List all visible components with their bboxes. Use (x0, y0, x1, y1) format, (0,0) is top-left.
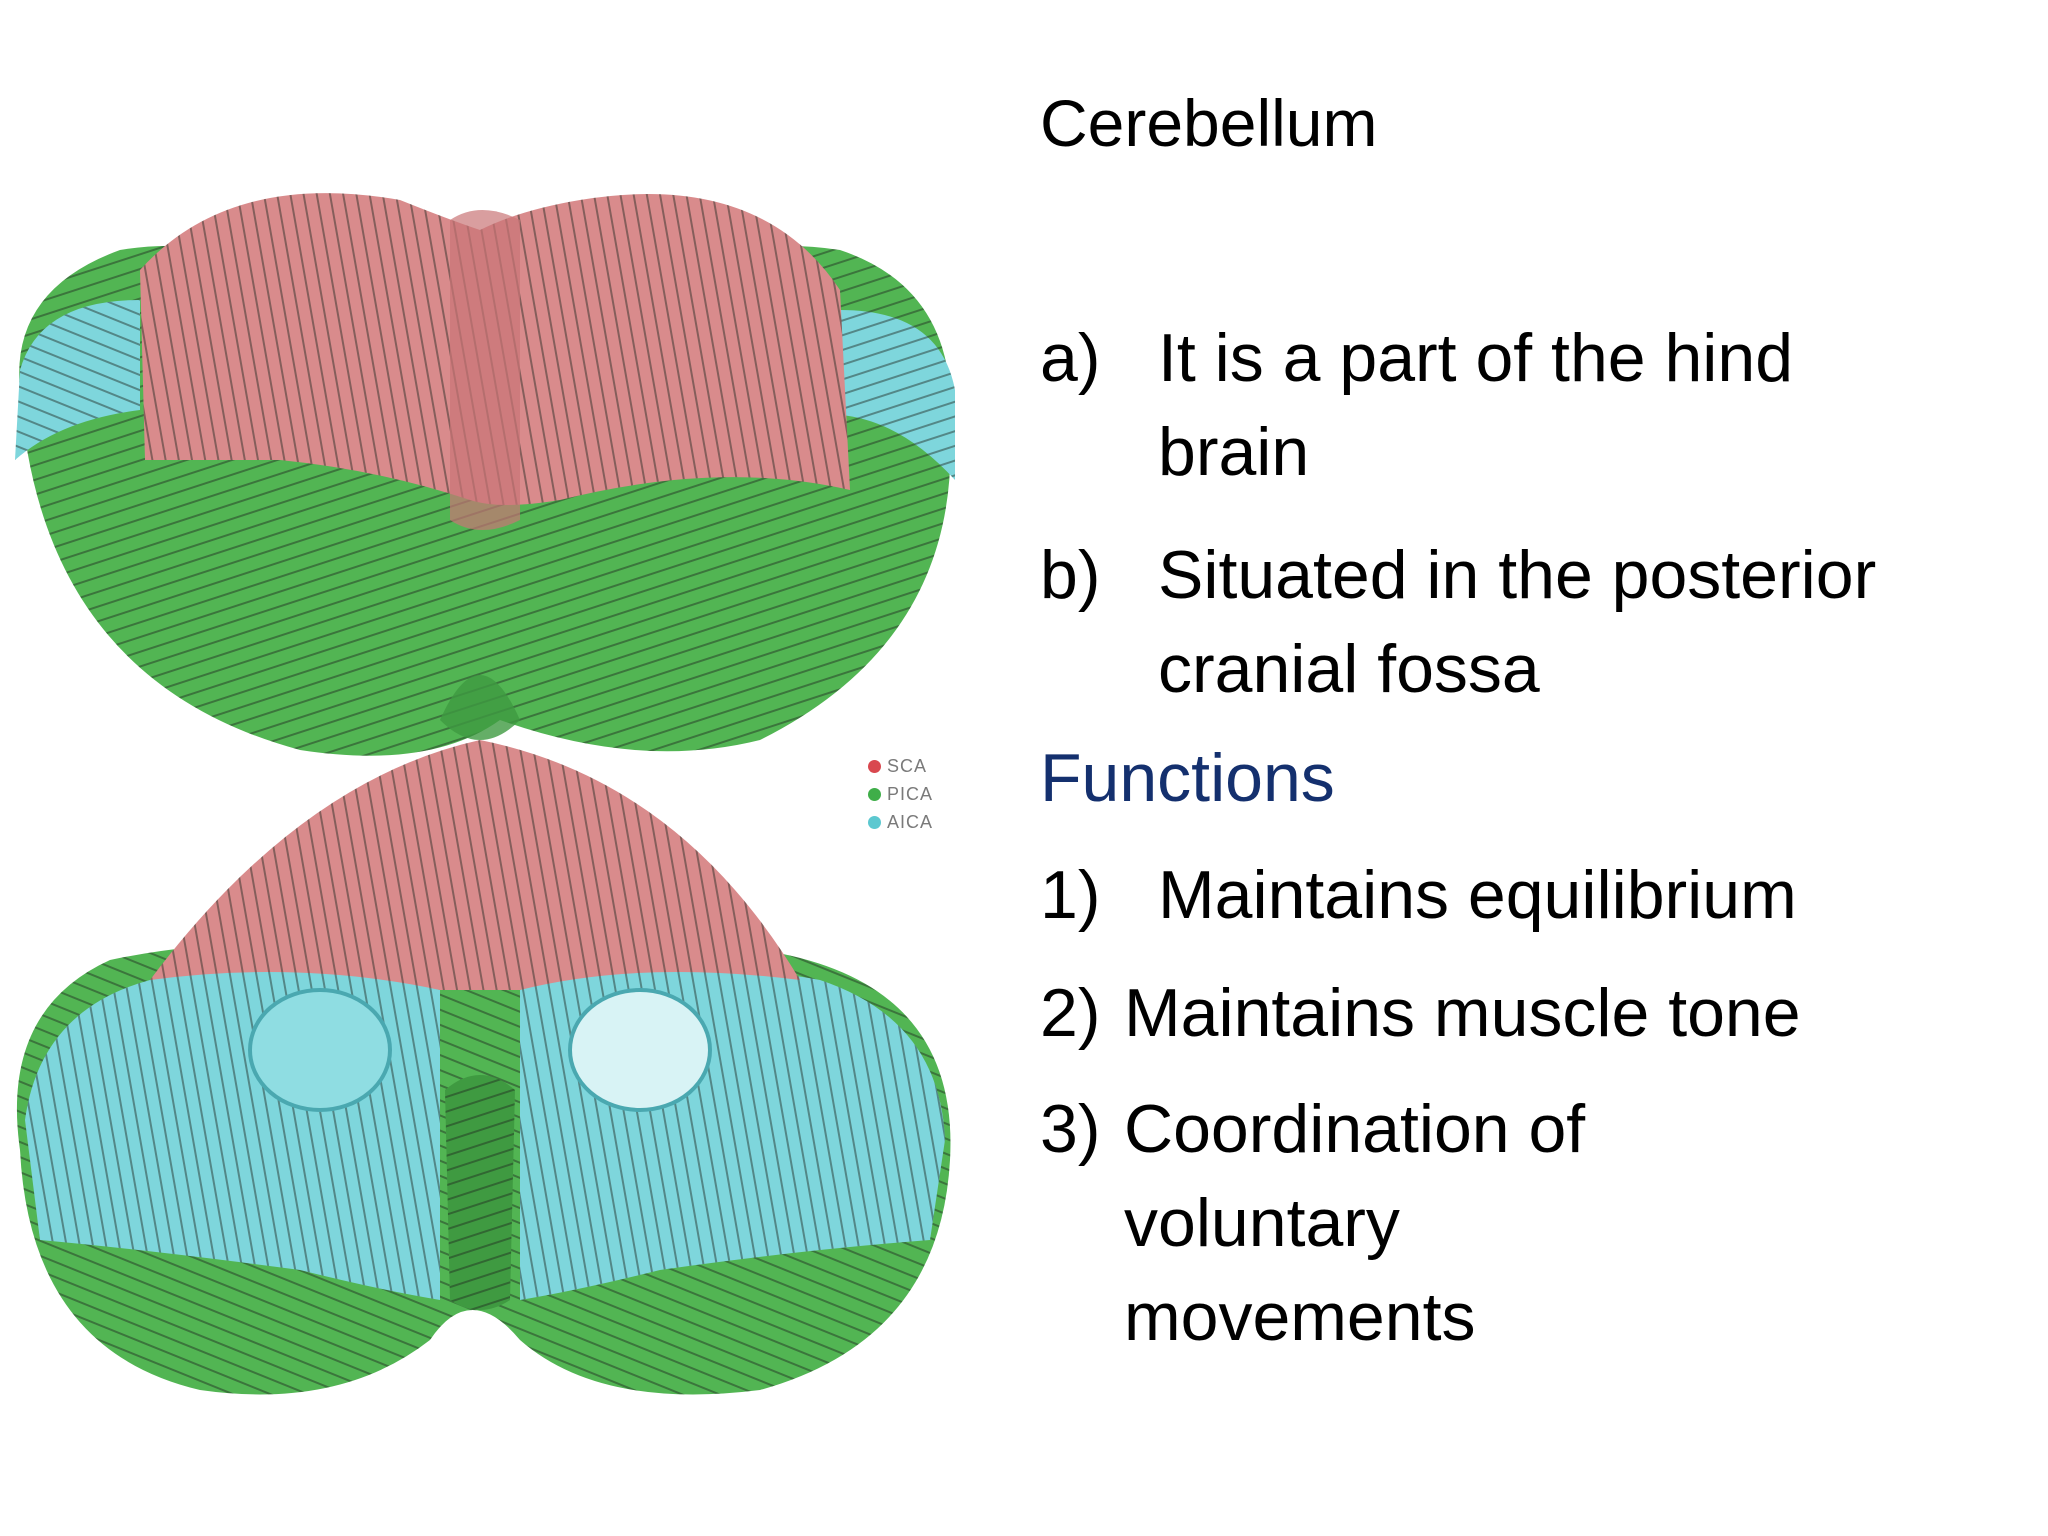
cerebellum-illustration (15, 193, 955, 1395)
slide-title: Cerebellum (1040, 86, 1378, 160)
legend-label: AICA (887, 811, 934, 832)
function-text: Maintains equilibrium (1158, 857, 1797, 933)
point-text: Situated in the posterior cranial fossa (1158, 537, 1877, 707)
function-1: 1) Maintains equilibrium (1040, 848, 2000, 942)
function-marker: 1) (1040, 857, 1101, 933)
function-3: 3) Coordination of voluntary movements (1040, 1082, 2000, 1364)
point-b: b) Situated in the posterior cranial fos… (1040, 528, 2000, 716)
legend-label: SCA (887, 755, 928, 776)
function-marker: 3) (1040, 1091, 1101, 1167)
point-marker: a) (1040, 320, 1101, 396)
sca-color-dot (868, 759, 881, 773)
function-text: Maintains muscle tone (1124, 975, 1801, 1051)
legend-label: PICA (887, 783, 934, 804)
legend-item-aica: AICA (868, 808, 996, 836)
function-text: Coordination of voluntary movements (1124, 1091, 1586, 1355)
point-a: a) It is a part of the hind brain (1040, 311, 2000, 499)
inferior-view (16, 740, 951, 1395)
function-2: 2) Maintains muscle tone (1040, 966, 2000, 1060)
pica-color-dot (868, 787, 881, 801)
superior-view (15, 193, 955, 756)
aica-color-dot (868, 815, 881, 829)
artery-legend: SCA PICA AICA (868, 752, 996, 892)
point-marker: b) (1040, 537, 1101, 613)
function-marker: 2) (1040, 975, 1101, 1051)
functions-heading: Functions (1040, 740, 1335, 816)
point-text: It is a part of the hind brain (1158, 320, 1794, 490)
legend-item-sca: SCA (868, 752, 996, 780)
legend-item-pica: PICA (868, 780, 996, 808)
